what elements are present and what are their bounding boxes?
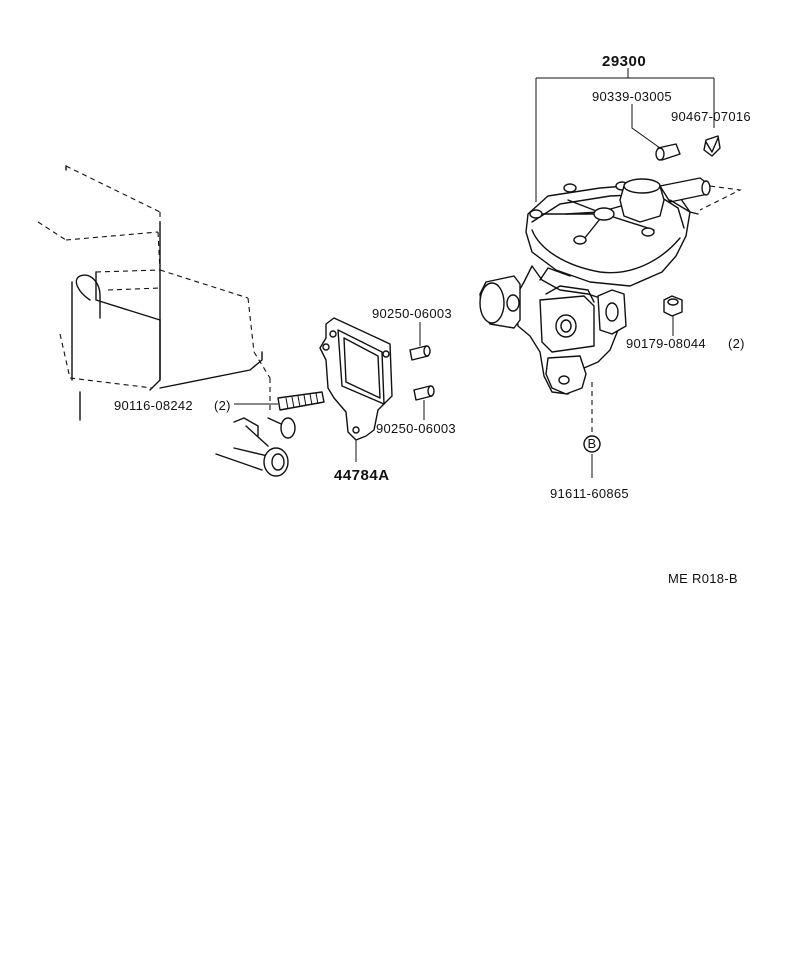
hose-90339-03005 [655, 143, 681, 161]
label-90339-03005: 90339-03005 [592, 89, 672, 104]
label-90250-06003-lower: 90250-06003 [376, 421, 456, 436]
stud-bolt-90116-08242 [277, 391, 325, 411]
label-90179-08044: 90179-08044 [626, 336, 706, 351]
bolt-91611-60865: B [583, 382, 601, 478]
bolt-marker-b: B [588, 436, 597, 451]
diagram-reference-code: ME R018-B [668, 571, 738, 586]
vacuum-pump-assembly [479, 177, 742, 395]
label-44784A: 44784A [334, 467, 390, 484]
label-91611-60865: 91611-60865 [550, 486, 629, 501]
leader-lines [234, 68, 715, 462]
gasket-44784A [319, 317, 393, 441]
label-90116-08242-qty: (2) [214, 398, 231, 413]
label-90116-08242: 90116-08242 [114, 398, 193, 413]
label-90179-08044-qty: (2) [728, 336, 745, 351]
label-90250-06003-upper: 90250-06003 [372, 306, 452, 321]
label-90467-07016: 90467-07016 [671, 109, 751, 124]
nut-90179-08044 [663, 295, 683, 317]
dowel-pin-upper [409, 345, 431, 361]
dowel-pin-lower [413, 385, 435, 401]
engine-block-illustration [37, 165, 296, 477]
clip-90467-07016 [703, 135, 721, 157]
label-29300: 29300 [602, 53, 646, 70]
